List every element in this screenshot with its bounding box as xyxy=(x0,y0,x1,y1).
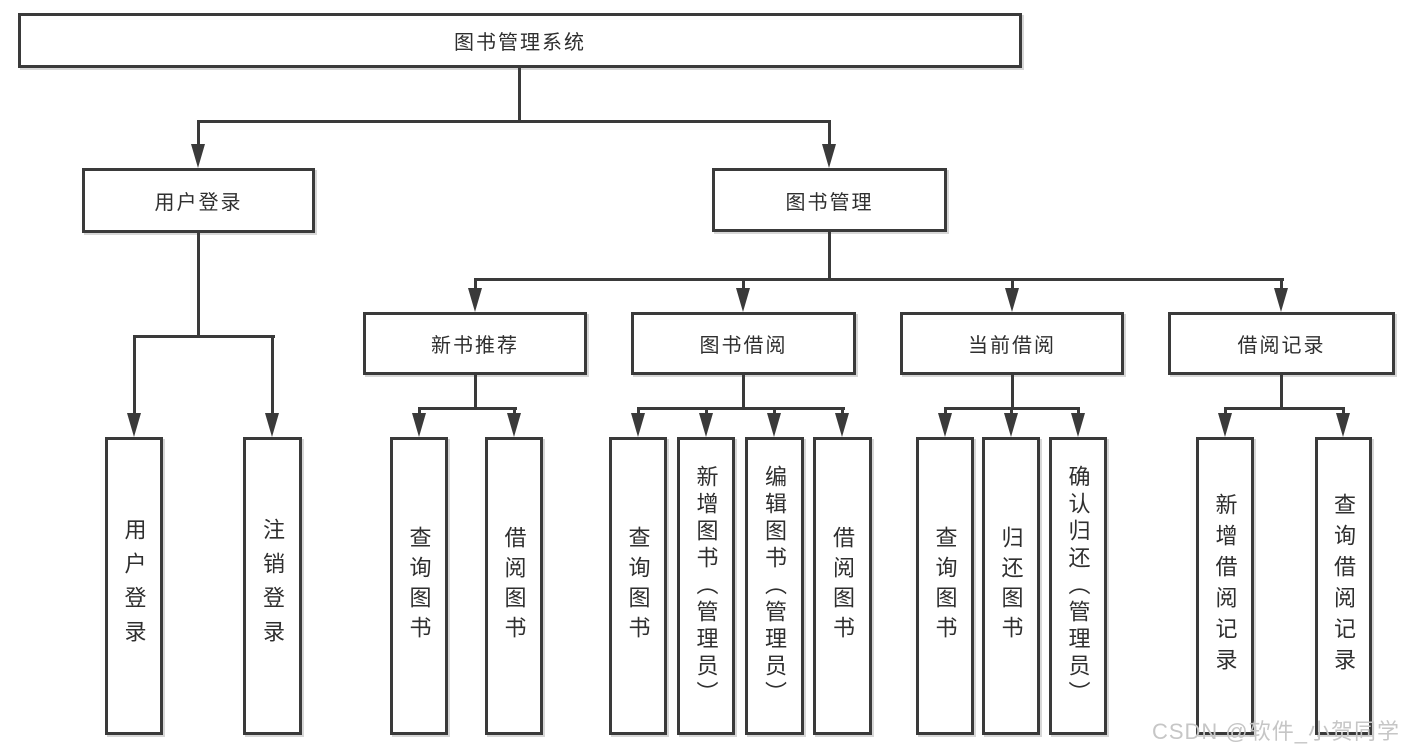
connector-line xyxy=(197,120,831,123)
arrow-down-icon xyxy=(699,413,713,437)
connector-line xyxy=(197,233,200,335)
connector-line xyxy=(828,232,831,278)
leaf-cb-query-books: 查询图书 xyxy=(916,437,974,735)
arrow-down-icon xyxy=(1336,413,1350,437)
connector-line xyxy=(1224,407,1227,415)
arrow-down-icon xyxy=(1274,288,1288,312)
arrow-down-icon xyxy=(507,413,521,437)
leaf-bb-add-books-admin: 新增图书（管理员） xyxy=(677,437,735,735)
arrow-down-icon xyxy=(1071,413,1085,437)
csdn-watermark: CSDN @软件_小贺同学 xyxy=(1151,719,1400,744)
connector-line xyxy=(474,278,1284,281)
leaf-cb-confirm-return-admin: 确认归还（管理员） xyxy=(1049,437,1107,735)
node-book-management: 图书管理 xyxy=(712,168,947,232)
connector-line xyxy=(133,335,136,415)
arrow-down-icon xyxy=(822,144,836,168)
connector-line xyxy=(1280,375,1283,407)
connector-line xyxy=(197,120,200,146)
connector-line xyxy=(637,407,845,410)
connector-line xyxy=(637,407,640,415)
connector-line xyxy=(418,407,517,410)
leaf-user-login: 用户登录 xyxy=(105,437,163,735)
arrow-down-icon xyxy=(1218,413,1232,437)
arrow-down-icon xyxy=(835,413,849,437)
connector-line xyxy=(1011,278,1014,290)
connector-line xyxy=(742,278,745,290)
leaf-bb-edit-books-admin: 编辑图书（管理员） xyxy=(745,437,804,735)
connector-line xyxy=(1224,407,1345,410)
leaf-nbr-query-books: 查询图书 xyxy=(390,437,448,735)
connector-line xyxy=(133,335,275,338)
leaf-bb-query-books: 查询图书 xyxy=(609,437,667,735)
arrow-down-icon xyxy=(412,413,426,437)
node-user-login: 用户登录 xyxy=(82,168,315,233)
connector-line xyxy=(705,407,708,415)
leaf-bb-borrow-books: 借阅图书 xyxy=(813,437,872,735)
arrow-down-icon xyxy=(736,288,750,312)
leaf-br-query-record: 查询借阅记录 xyxy=(1315,437,1372,735)
node-book-borrowing: 图书借阅 xyxy=(631,312,856,375)
arrow-down-icon xyxy=(191,144,205,168)
leaf-br-add-record: 新增借阅记录 xyxy=(1196,437,1254,735)
connector-line xyxy=(518,67,521,120)
connector-line xyxy=(474,375,477,407)
connector-line xyxy=(742,375,745,407)
leaf-logout-login: 注销登录 xyxy=(243,437,302,735)
connector-line xyxy=(1011,375,1014,407)
connector-line xyxy=(1280,278,1283,290)
leaf-nbr-borrow-books: 借阅图书 xyxy=(485,437,543,735)
node-new-book-recommend: 新书推荐 xyxy=(363,312,587,375)
connector-line xyxy=(474,278,477,290)
connector-line xyxy=(828,120,831,146)
connector-line xyxy=(271,335,274,415)
connector-line xyxy=(513,407,516,415)
connector-line xyxy=(1342,407,1345,415)
node-borrowing-records: 借阅记录 xyxy=(1168,312,1395,375)
connector-line xyxy=(773,407,776,415)
arrow-down-icon xyxy=(938,413,952,437)
connector-line xyxy=(841,407,844,415)
arrow-down-icon xyxy=(265,413,279,437)
arrow-down-icon xyxy=(468,288,482,312)
node-root: 图书管理系统 xyxy=(18,13,1022,68)
arrow-down-icon xyxy=(767,413,781,437)
connector-line xyxy=(418,407,421,415)
leaf-cb-return-books: 归还图书 xyxy=(982,437,1040,735)
arrow-down-icon xyxy=(1004,413,1018,437)
connector-line xyxy=(944,407,947,415)
connector-line xyxy=(1010,407,1013,415)
connector-line xyxy=(1077,407,1080,415)
arrow-down-icon xyxy=(127,413,141,437)
arrow-down-icon xyxy=(631,413,645,437)
node-current-borrowing: 当前借阅 xyxy=(900,312,1124,375)
arrow-down-icon xyxy=(1005,288,1019,312)
